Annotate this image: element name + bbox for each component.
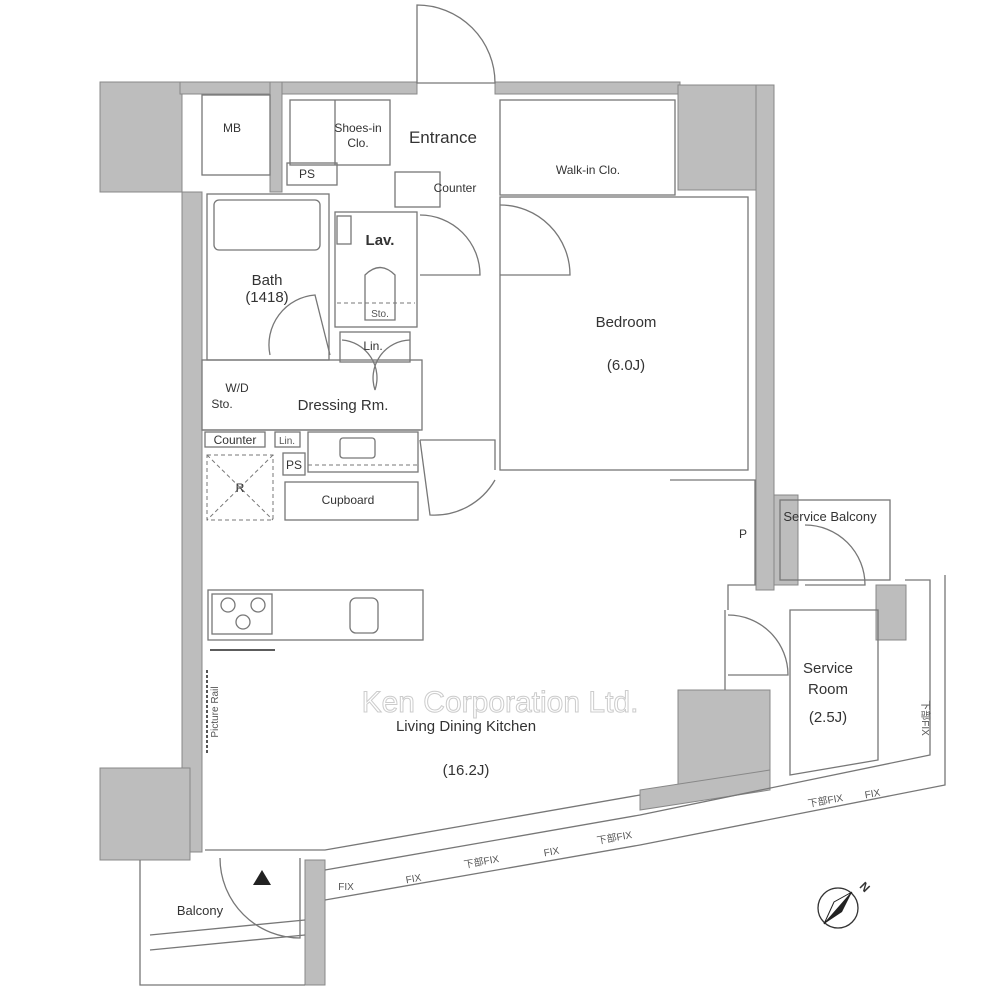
- label-ldk-2: (16.2J): [443, 762, 490, 779]
- window-fix: FIX: [543, 846, 561, 860]
- doors[interactable]: [219, 4, 866, 939]
- window-fix: FIX: [405, 873, 423, 887]
- label-pipe: P: [739, 527, 747, 541]
- label-ps-mid: PS: [286, 458, 302, 472]
- label-lin-top: Lin.: [363, 339, 382, 353]
- entry-arrow-icon: [253, 870, 271, 885]
- compass-north-label: N: [857, 879, 873, 895]
- stove-icon: [211, 593, 273, 635]
- label-shoes-2: Clo.: [347, 136, 368, 150]
- label-wd-1: W/D: [225, 381, 249, 395]
- label-service-room-2: Room: [808, 681, 848, 698]
- window-lower-fix: 下部FIX: [807, 791, 845, 810]
- label-balcony: Balcony: [177, 903, 224, 918]
- label-wd-2: Sto.: [211, 397, 232, 411]
- label-service-room-1: Service: [803, 660, 853, 677]
- label-cupboard: Cupboard: [322, 493, 375, 507]
- window-fix: FIX: [338, 882, 354, 893]
- label-lav: Lav.: [366, 232, 395, 249]
- label-ps-top: PS: [299, 167, 315, 181]
- room-labels: MB Shoes-in Clo. PS Entrance Counter Wal…: [177, 121, 877, 918]
- watermark: Ken Corporation Ltd.: [362, 686, 639, 719]
- label-bedroom-1: Bedroom: [596, 314, 657, 331]
- window-lower-fix: 下部FIX: [919, 700, 932, 736]
- label-picture-rail: Picture Rail: [210, 686, 221, 737]
- label-service-balcony: Service Balcony: [783, 509, 877, 524]
- partitions: [139, 94, 946, 986]
- label-bedroom-2: (6.0J): [607, 357, 645, 374]
- compass-icon: N: [817, 879, 873, 929]
- label-entrance: Entrance: [409, 128, 477, 147]
- label-bath-2: (1418): [245, 289, 288, 306]
- label-shoes-1: Shoes-in: [334, 121, 381, 135]
- label-mb: MB: [223, 121, 241, 135]
- label-service-room-3: (2.5J): [809, 709, 847, 726]
- window-lower-fix: 下部FIX: [463, 852, 501, 871]
- label-fridge: R: [236, 481, 245, 495]
- window-fix: FIX: [864, 788, 882, 802]
- label-dressing: Dressing Rm.: [298, 397, 389, 414]
- label-bath-1: Bath: [252, 272, 283, 289]
- label-walkin: Walk-in Clo.: [556, 163, 620, 177]
- label-lin-small: Lin.: [279, 436, 295, 447]
- label-ldk-1: Living Dining Kitchen: [396, 718, 536, 735]
- label-counter-dressing: Counter: [214, 433, 257, 447]
- label-counter-entrance: Counter: [434, 181, 477, 195]
- label-sto: Sto.: [371, 309, 389, 320]
- window-lower-fix: 下部FIX: [596, 828, 634, 847]
- walls: [99, 81, 907, 986]
